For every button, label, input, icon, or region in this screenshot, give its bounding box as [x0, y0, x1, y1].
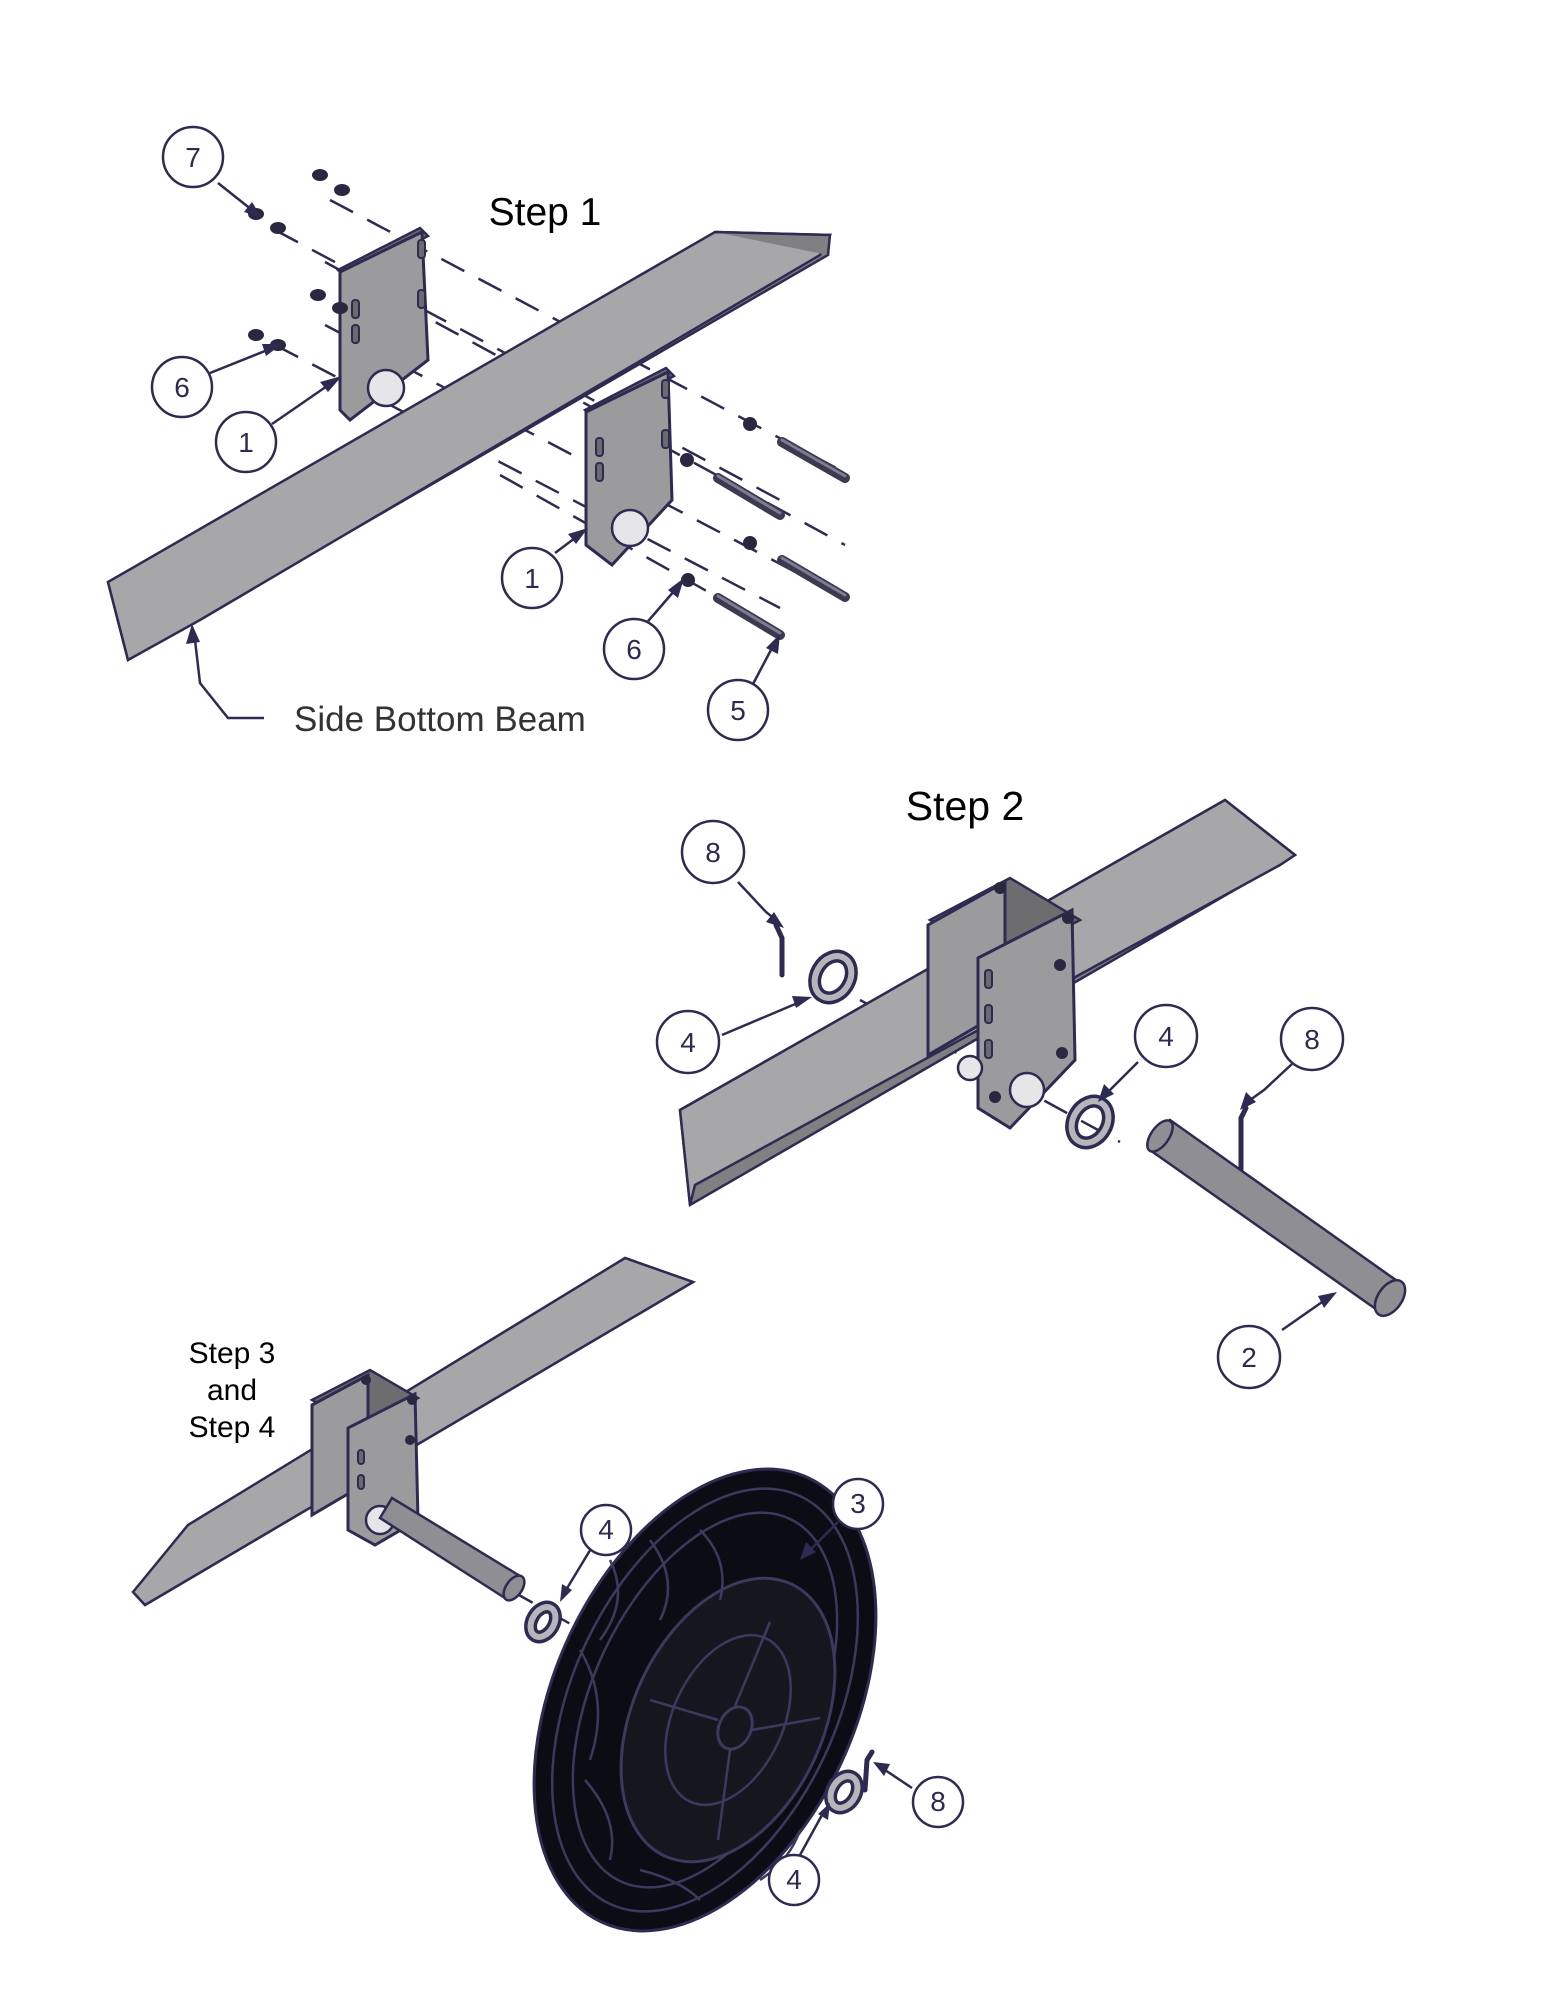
- step2-washer-left: [808, 949, 858, 1005]
- callout-6-text: 6: [626, 634, 642, 665]
- step3-4-assembly: 4 3 8 4 Step 3 and Step 4: [131, 1256, 965, 1933]
- step1-leaders: [186, 182, 780, 720]
- callout-3-text: 3: [850, 1488, 866, 1519]
- callout-1-text: 1: [524, 563, 540, 594]
- callout-2: 2: [1216, 1324, 1282, 1390]
- step3-leaders: [560, 1521, 913, 1856]
- callout-4: 4: [1133, 1003, 1199, 1069]
- step1-right-washers: [680, 417, 757, 587]
- callout-1-text: 1: [238, 427, 254, 458]
- step2-pin-left: [773, 922, 785, 978]
- wheel: [532, 1467, 878, 1933]
- side-bottom-beam-label: Side Bottom Beam: [294, 700, 586, 739]
- callout-8-text: 8: [1304, 1024, 1320, 1055]
- callout-4: 4: [579, 1503, 633, 1557]
- callout-7-text: 7: [185, 142, 201, 173]
- callout-4-text: 4: [680, 1027, 696, 1058]
- callout-8-text: 8: [705, 837, 721, 868]
- callout-1: 1: [500, 546, 564, 610]
- mounting-plate-right: [582, 366, 677, 568]
- callout-5: 5: [706, 678, 770, 742]
- callout-3: 3: [831, 1477, 885, 1531]
- callout-4-text: 4: [598, 1514, 614, 1545]
- step2-title: Step 2: [906, 783, 1025, 829]
- callout-7: 7: [161, 125, 225, 189]
- step3-pin: [862, 1749, 875, 1793]
- step3-washer-outer: [824, 1769, 864, 1815]
- side-bottom-beam: [106, 230, 832, 662]
- step2-axle: [1146, 1118, 1407, 1318]
- step2-washer-right: [1065, 1094, 1115, 1150]
- step3-title-line1: Step 3: [189, 1337, 276, 1370]
- step3-bracket: [309, 1368, 421, 1547]
- step1-bolts: [713, 437, 850, 640]
- step3-title-line2: and: [207, 1374, 257, 1407]
- callout-8-text: 8: [930, 1786, 946, 1817]
- step2-leaders: [721, 881, 1337, 1332]
- callout-4-text: 4: [786, 1864, 802, 1895]
- step3-washer-inner: [524, 1600, 562, 1644]
- callout-8: 8: [1279, 1006, 1345, 1072]
- callout-6: 6: [602, 617, 666, 681]
- callout-4-text: 4: [1158, 1021, 1174, 1052]
- callout-6: 6: [150, 355, 214, 419]
- callout-4: 4: [767, 1853, 821, 1907]
- callout-4: 4: [655, 1009, 721, 1075]
- step3-title-line3: Step 4: [189, 1411, 276, 1444]
- callout-8: 8: [680, 819, 746, 885]
- callout-6-text: 6: [174, 372, 190, 403]
- step1-assembly: 7 6 1 1 6 5 Step 1 Side Bottom Beam: [106, 125, 850, 742]
- step1-title: Step 1: [489, 191, 602, 234]
- step3-axle: [378, 1496, 526, 1602]
- callout-5-text: 5: [730, 695, 746, 726]
- step2-bracket: [926, 876, 1083, 1130]
- mounting-plate-left: [335, 226, 431, 422]
- callout-8: 8: [911, 1775, 965, 1829]
- step2-assembly: 8 4 4 8 2 Step 2: [655, 783, 1407, 1390]
- callout-2-text: 2: [1241, 1342, 1257, 1373]
- callout-1: 1: [214, 410, 278, 474]
- step1-nuts: [248, 169, 350, 351]
